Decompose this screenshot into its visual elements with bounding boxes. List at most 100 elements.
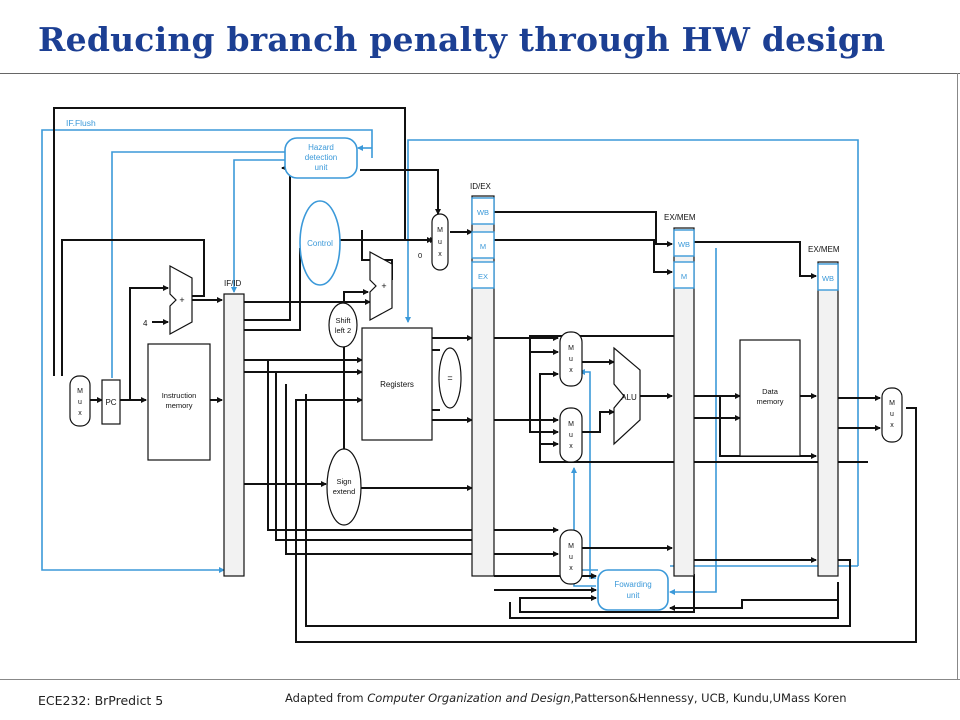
ifid-rs [267,360,472,531]
attribution-book: Computer Organization and Design [367,691,571,705]
wb-mux-m: M [889,400,895,407]
idex-m-label: M [480,242,486,251]
ifid-label: IF/ID [224,279,242,288]
imem-label-2: memory [165,401,192,410]
alu-mux-a-m: M [568,345,574,352]
exmem-m-label: M [681,272,687,281]
footer-rule [0,679,960,680]
dest-mux-x: x [569,565,573,572]
hazard-to-ifid-wire [231,159,285,293]
attribution-prefix: Adapted from [285,691,368,705]
control-mux [431,213,449,271]
outer-loop-wire [405,139,859,566]
instruction-memory [147,343,211,461]
pc-mux-m: M [77,388,83,395]
idex-m-exmem [494,239,673,275]
alu-mux-b [559,407,583,463]
if-flush-label: IF.Flush [66,118,96,128]
dest-mux-u: u [569,554,573,561]
fwd-to-mux-b [571,467,596,587]
alu-mux-a [559,331,583,387]
dmem-label-1: Data [762,387,779,396]
forwarding-unit [597,569,669,611]
alu-mux-a-x: x [569,367,573,374]
fwd-wb-b [539,441,559,462]
exmem-wb-label: WB [678,240,690,249]
exmem-label-1: EX/MEM [664,213,696,222]
control-unit [299,200,341,286]
memwb-wb-label: WB [822,274,834,283]
fwd-label-2: unit [627,591,641,600]
pc-mux [69,375,91,427]
pc-register [101,379,121,425]
four-label: 4 [143,319,148,328]
dest-mux [559,529,583,585]
exmem-wb-field [673,229,695,257]
memwb-dest-feedback [305,394,851,627]
fwd-mem-b [529,352,559,435]
pc-adder [169,264,193,336]
mux-zero-label: 0 [418,251,422,260]
bottom-loop-1 [509,582,839,619]
pc-mux-u: u [78,399,82,406]
shift-to-adder [343,289,369,306]
pc-mux-x: x [78,410,82,417]
hazard-to-pc-wire [111,151,285,378]
wb-mux-x: x [890,422,894,429]
control-mux-u: u [438,239,442,246]
if-flush-wire [41,129,373,573]
idex-wb-exmem [494,211,673,247]
exmem-register [673,227,695,577]
idex-register [471,195,495,577]
labels: IF.Flush Hazard detection unit Control M… [66,118,895,600]
branch-target-wire [61,239,205,376]
fwd-wb-a [539,371,868,463]
dmem-label-2: memory [756,397,783,406]
shift-left-2 [328,302,358,348]
branch-adder [369,250,393,322]
exmem-dest-fwd [519,574,695,613]
branch-adder-plus: + [381,281,386,291]
hazard-detection-unit [284,137,358,179]
wb-mux [881,387,903,443]
black-wires [53,107,917,643]
ifid-rd [285,384,472,555]
exmem-wb-memwb [694,241,817,279]
ifid-to-hazard [244,165,291,321]
sign-extend [326,448,362,526]
control-label: Control [307,239,333,248]
control-mux-m: M [437,227,443,234]
fwd-label-1: Fowarding [614,580,651,589]
hazard-label-3: unit [315,163,329,172]
idex-wb-field [471,197,495,225]
idex-ex-label: EX [478,272,488,281]
pc-to-adder [129,285,169,400]
slide-title: Reducing branch penalty through HW desig… [38,20,886,59]
dest-mux-m: M [568,543,574,550]
hazard-to-mux [360,169,441,215]
footer-course-label: ECE232: BrPredict 5 [38,693,164,708]
hazard-label-2: detection [305,153,337,162]
memwb-dest-fwd [669,599,838,611]
hazard-label-1: Hazard [308,143,334,152]
memwb-wb-field [817,263,839,291]
alu [613,346,641,446]
wb-mux-u: u [890,411,894,418]
memwb-register [817,261,839,577]
title-rule [0,73,960,74]
data-memory [739,339,801,457]
slide-border-right [957,73,958,680]
exmem-label-2: EX/MEM [808,245,840,254]
idex-wb-label: WB [477,208,489,217]
pc-adder-plus: + [179,295,184,305]
alu-mux-b-m: M [568,421,574,428]
imem-label-1: Instruction [162,391,197,400]
shift-label-1: Shift [335,316,351,325]
mux-b-to-alu [582,409,615,433]
alu-label: ALU [621,393,637,402]
ifid-register [223,293,245,577]
equals-label: = [447,373,452,383]
ifid-rt [275,372,472,541]
footer-attribution: Adapted from Computer Organization and D… [285,691,847,705]
